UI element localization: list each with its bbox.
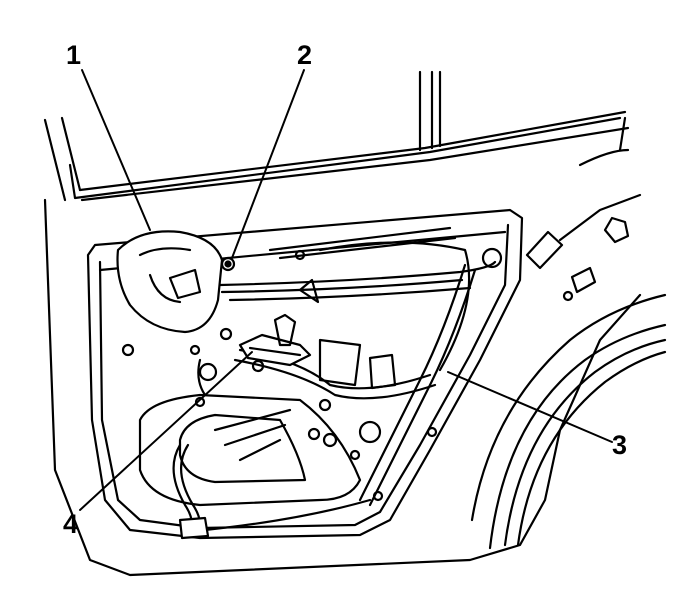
wheel-arch — [470, 293, 667, 550]
callout-4: 4 — [63, 509, 79, 539]
callout-3: 3 — [612, 430, 628, 460]
callout-1: 1 — [66, 40, 82, 70]
lower-trim — [138, 393, 362, 507]
cable-harness — [218, 241, 503, 507]
door-actuator — [238, 313, 312, 367]
lower-wire-bundle — [172, 443, 372, 540]
fastener — [220, 256, 236, 272]
body-features — [525, 216, 630, 302]
window-frame — [43, 70, 630, 202]
latch-housing — [116, 230, 224, 334]
leader-line-3 — [447, 371, 613, 443]
leader-line-2 — [231, 69, 305, 259]
leader-line-1 — [81, 69, 151, 231]
leader-lines — [79, 69, 613, 511]
access-holes — [121, 249, 438, 502]
leader-line-4 — [79, 351, 253, 511]
regulator-rails — [197, 338, 437, 400]
callout-2: 2 — [297, 40, 313, 70]
